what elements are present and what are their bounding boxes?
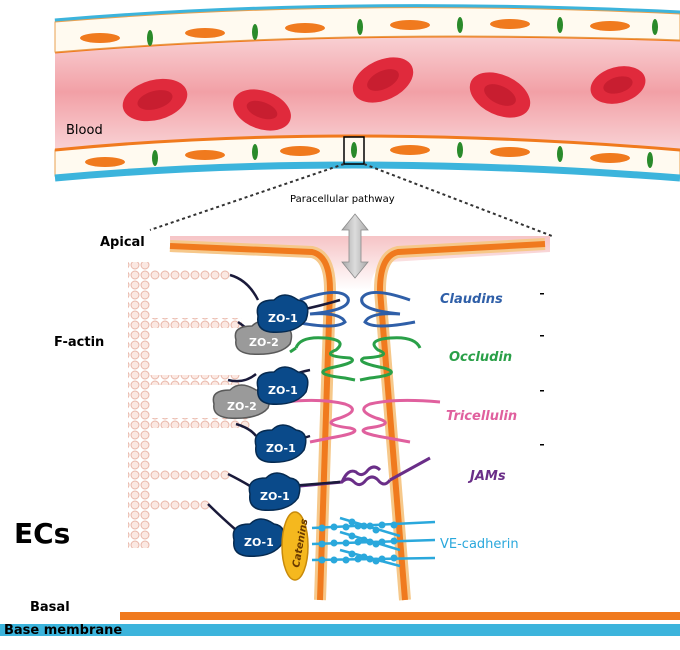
- paracellular-label: Paracellular pathway: [290, 194, 395, 205]
- zo1-3: ZO-1: [254, 424, 307, 463]
- base-membrane-label: Base membrane: [4, 623, 122, 638]
- nuclei-bottom: [85, 145, 630, 167]
- zo2-label: ZO-2: [249, 336, 279, 349]
- ve-cadherin: [311, 516, 436, 568]
- zoom-box: [343, 136, 365, 165]
- occludin-label: Occludin: [449, 350, 512, 365]
- blood-label: Blood: [66, 123, 103, 138]
- ve-cadherin-label: VE-cadherin: [440, 537, 519, 552]
- membrane-right: [376, 241, 546, 601]
- base-membrane-line: [0, 624, 680, 636]
- basal-label: Basal: [30, 600, 70, 615]
- apical-label: Apical: [100, 235, 145, 250]
- zo1-label: ZO-1: [268, 312, 298, 325]
- junctions-bottom: [152, 142, 653, 168]
- zo1-5: ZO-1: [232, 518, 285, 557]
- vessel-wall-bottom: [54, 161, 680, 182]
- ecs-label: ECs: [14, 517, 70, 550]
- zoom-line-left: [149, 163, 345, 231]
- occludin: [289, 336, 422, 382]
- endothelial-layer-top: [54, 7, 680, 53]
- zo1-2: ZO-1: [256, 366, 309, 405]
- f-actin-label: F-actin: [54, 335, 104, 350]
- zo1-label: ZO-1: [268, 384, 298, 397]
- red-blood-cells: [122, 57, 646, 131]
- jams: [299, 456, 431, 488]
- blood-vessel: [54, 4, 680, 182]
- junctions-top: [147, 17, 658, 46]
- claudins-label: Claudins: [440, 292, 503, 307]
- membrane-left: [169, 243, 334, 601]
- zo2-bottom: ZO-2: [212, 384, 271, 420]
- zo1-1: ZO-1: [256, 294, 309, 333]
- paracellular-arrow: [341, 213, 369, 279]
- f-actin-filaments: [128, 262, 250, 548]
- zo1-label: ZO-1: [266, 442, 296, 455]
- tricellulin-label: Tricellulin: [446, 409, 517, 424]
- claudins: [294, 291, 416, 328]
- zo1-label: ZO-1: [260, 490, 290, 503]
- tricellulin: [284, 398, 441, 444]
- basal-membrane-line: [120, 612, 680, 620]
- zo1-4: ZO-1: [248, 472, 301, 511]
- jams-label: JAMs: [467, 469, 506, 484]
- tick-marks: [540, 293, 544, 446]
- zo2-label: ZO-2: [227, 400, 257, 413]
- zo1-label: ZO-1: [244, 536, 274, 549]
- nuclei-top: [80, 19, 630, 43]
- catenins: Catenins: [281, 511, 311, 581]
